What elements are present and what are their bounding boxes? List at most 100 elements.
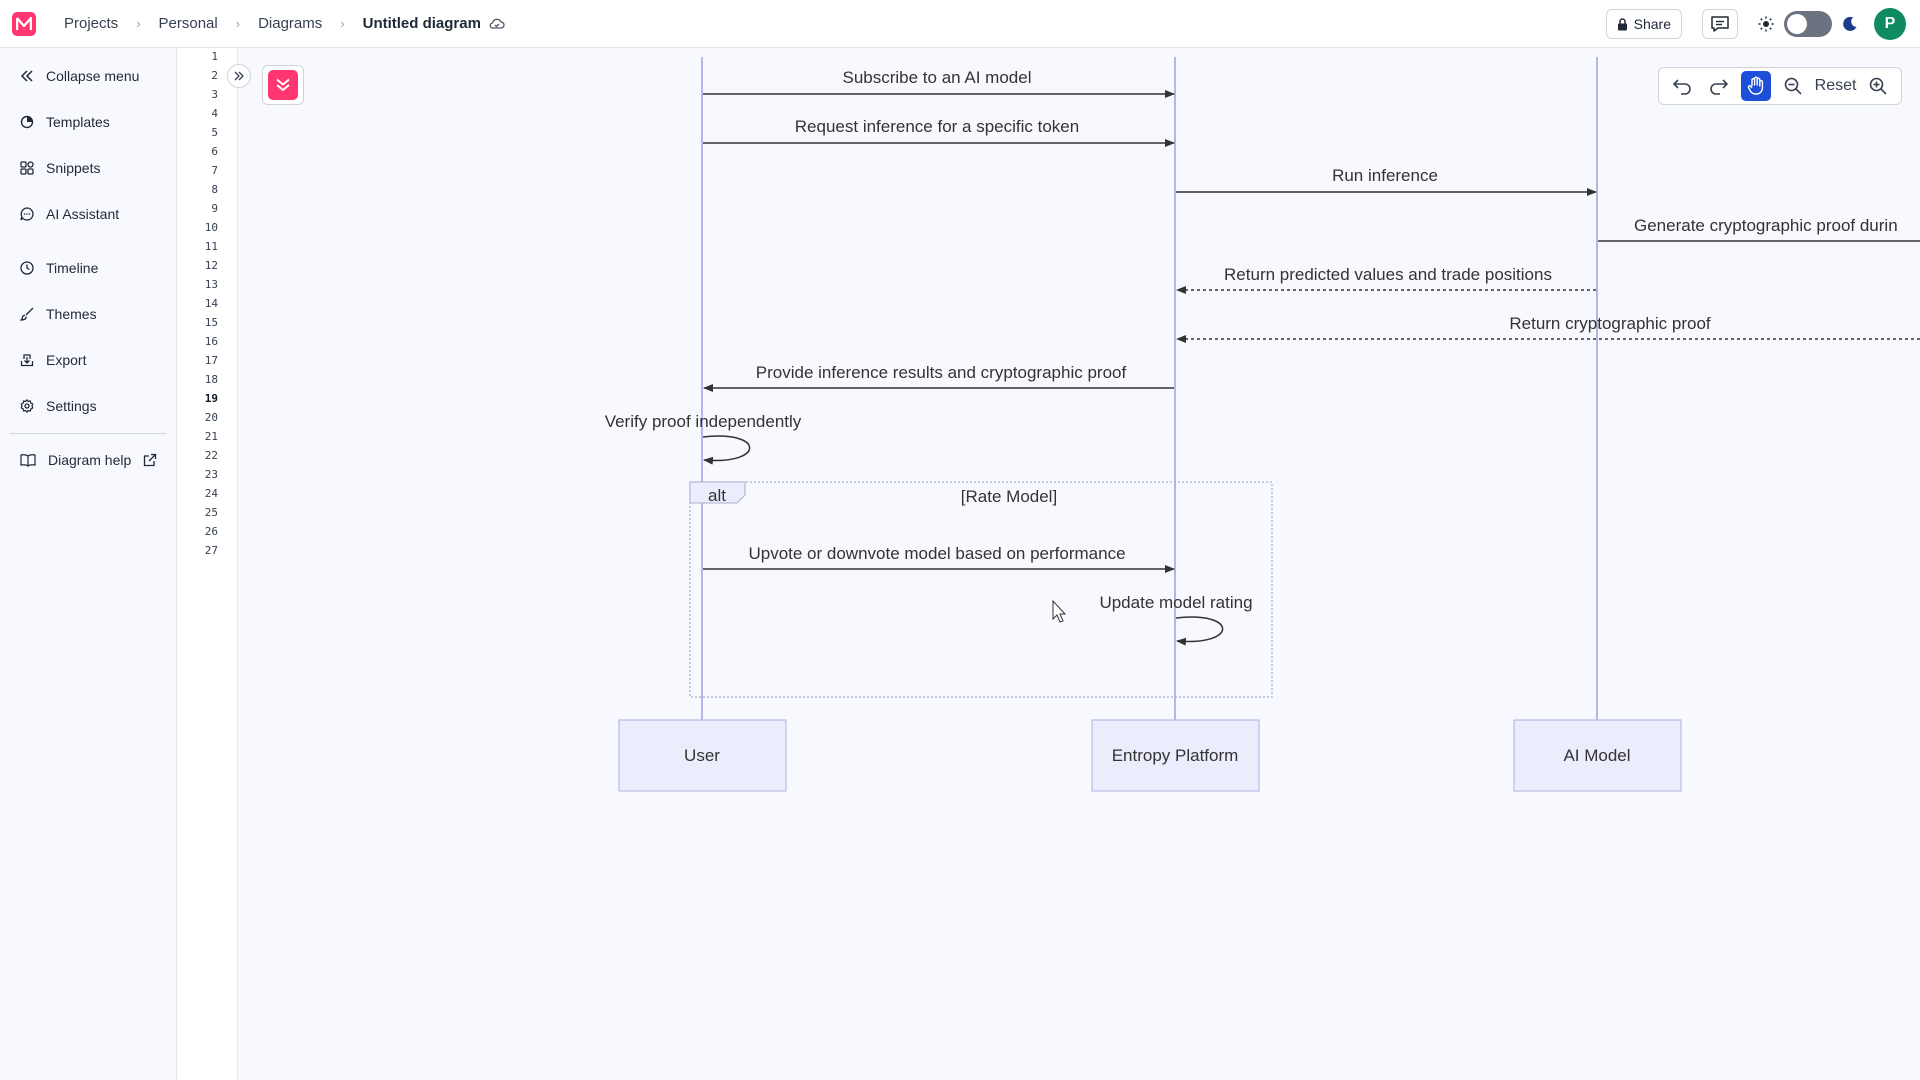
dark-mode-toggle[interactable]	[1784, 11, 1832, 37]
sidebar-item-diagram-help[interactable]: Diagram help	[20, 448, 157, 472]
diagram-menu-inner	[268, 70, 298, 100]
top-right-controls: Share P	[1605, 0, 1920, 48]
sidebar-item-snippets[interactable]: Snippets	[20, 156, 100, 180]
chevrons-down-icon	[276, 78, 290, 92]
message-label: Provide inference results and cryptograp…	[756, 363, 1127, 382]
line-number: 6	[211, 145, 218, 158]
line-number: 19	[204, 392, 218, 405]
breadcrumb-personal[interactable]: Personal	[158, 15, 218, 32]
message-label: Upvote or downvote model based on perfor…	[748, 544, 1125, 563]
share-button[interactable]: Share	[1605, 9, 1682, 39]
sidebar-item-timeline[interactable]: Timeline	[20, 256, 98, 280]
breadcrumb-separator-icon: ›	[136, 16, 141, 31]
line-number: 22	[204, 449, 218, 462]
zoom-in-icon	[1870, 77, 1888, 95]
sidebar-item-templates[interactable]: Templates	[20, 110, 110, 134]
alt-frame-tab	[689, 481, 746, 504]
alt-label: alt	[708, 486, 726, 505]
zoom-in-button[interactable]	[1863, 71, 1893, 101]
sidebar-divider	[10, 433, 166, 434]
sidebar-item-label: Export	[46, 352, 87, 368]
theme-switch	[1758, 11, 1858, 37]
moon-icon	[1843, 16, 1857, 31]
user-avatar[interactable]: P	[1874, 8, 1906, 40]
brush-icon	[20, 307, 34, 321]
line-number: 9	[211, 202, 218, 215]
sidebar-item-themes[interactable]: Themes	[20, 302, 97, 326]
chevrons-right-icon	[234, 71, 244, 81]
expand-editor-button[interactable]	[227, 64, 251, 88]
pan-tool-button[interactable]	[1740, 71, 1771, 101]
reset-zoom-button[interactable]: Reset	[1814, 77, 1857, 94]
breadcrumb-separator-icon: ›	[340, 16, 345, 31]
sidebar-item-collapse-menu[interactable]: Collapse menu	[20, 64, 139, 88]
sidebar-item-ai-assistant[interactable]: AI Assistant	[20, 202, 119, 226]
book-icon	[20, 454, 36, 467]
participant-user[interactable]	[618, 719, 787, 792]
sidebar-item-export[interactable]: Export	[20, 348, 86, 372]
clock-icon	[20, 261, 34, 275]
export-icon	[20, 354, 34, 367]
line-number: 11	[204, 240, 218, 253]
line-number: 23	[204, 468, 218, 481]
message-label: Generate cryptographic proof durin	[1634, 216, 1898, 235]
participant-ai-model[interactable]	[1513, 719, 1682, 792]
breadcrumb-diagrams[interactable]: Diagrams	[258, 15, 323, 32]
self-message-arrow	[702, 435, 751, 465]
line-number: 20	[204, 411, 218, 424]
line-number: 10	[204, 221, 218, 234]
message-label: Verify proof independently	[605, 412, 802, 431]
sidebar-item-label: AI Assistant	[46, 206, 120, 222]
sidebar-item-label: Themes	[46, 306, 97, 322]
gear-icon	[20, 399, 34, 413]
comments-button[interactable]	[1702, 9, 1738, 39]
sidebar-item-label: Timeline	[46, 260, 99, 276]
line-number: 14	[204, 297, 218, 310]
line-number: 4	[211, 107, 218, 120]
line-number: 25	[204, 506, 218, 519]
cloud-saved-icon	[489, 17, 505, 31]
undo-icon	[1672, 79, 1691, 95]
diagram-menu-button[interactable]	[262, 65, 304, 105]
message-label: Return cryptographic proof	[1509, 314, 1711, 333]
line-number: 15	[204, 316, 218, 329]
line-number: 5	[211, 126, 218, 139]
line-number: 18	[204, 373, 218, 386]
external-link-icon	[144, 453, 157, 467]
breadcrumb-separator-icon: ›	[235, 16, 241, 31]
breadcrumb-projects[interactable]: Projects	[64, 15, 119, 32]
message-label: Request inference for a specific token	[795, 117, 1079, 136]
message-label: Subscribe to an AI model	[842, 68, 1031, 87]
line-number: 1	[211, 50, 218, 63]
breadcrumb: Projects › Personal › Diagrams › Untitle…	[64, 15, 505, 32]
chevrons-left-icon	[20, 70, 33, 82]
diagram-title[interactable]: Untitled diagram	[362, 15, 481, 32]
undo-button[interactable]	[1667, 71, 1697, 101]
lock-icon	[1617, 17, 1627, 30]
line-number: 24	[204, 487, 218, 500]
redo-icon	[1709, 79, 1728, 95]
participant-label: User	[684, 746, 720, 765]
participant-label: Entropy Platform	[1112, 746, 1239, 765]
redo-button[interactable]	[1704, 71, 1734, 101]
top-bar: Projects › Personal › Diagrams › Untitle…	[0, 0, 1920, 48]
participant-entropy-platform[interactable]	[1091, 719, 1260, 792]
sidebar-item-label: Collapse menu	[46, 68, 140, 84]
logo-icon	[16, 16, 32, 30]
sidebar-item-settings[interactable]: Settings	[20, 394, 97, 418]
hand-icon	[1747, 76, 1763, 95]
sidebar-item-label: Snippets	[46, 160, 101, 176]
share-label: Share	[1633, 16, 1671, 32]
app-logo[interactable]	[12, 11, 36, 36]
zoom-out-icon	[1784, 77, 1802, 95]
alt-condition: [Rate Model]	[961, 487, 1057, 506]
line-number: 13	[204, 278, 218, 291]
sidebar: Collapse menu Templates Snippets AI Assi…	[0, 48, 177, 1080]
zoom-out-button[interactable]	[1778, 71, 1808, 101]
message-label: Run inference	[1332, 166, 1438, 185]
snippets-icon	[20, 161, 34, 175]
sidebar-item-label: Settings	[46, 398, 97, 414]
comment-icon	[1711, 16, 1729, 32]
